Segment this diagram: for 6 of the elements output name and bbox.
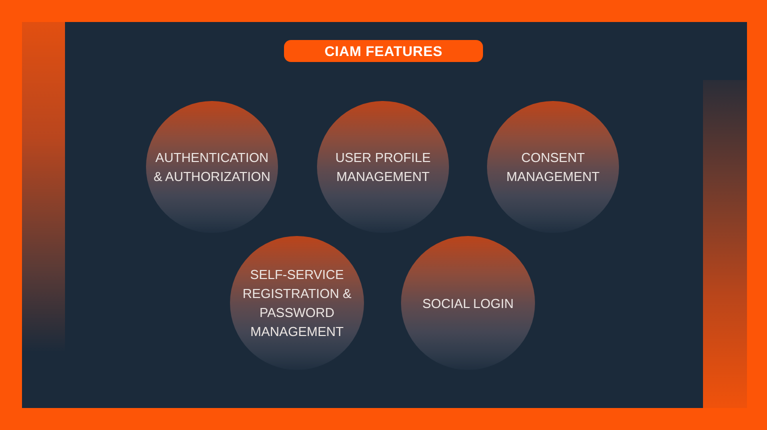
feature-label: AUTHENTICATION & AUTHORIZATION (152, 149, 272, 186)
feature-label: SELF-SERVICE REGISTRATION & PASSWORD MANAGEMENT (242, 266, 352, 341)
feature-label: SOCIAL LOGIN (421, 294, 515, 312)
feature-label: USER PROFILE MANAGEMENT (334, 149, 432, 186)
title-banner: CIAM FEATURES (284, 40, 483, 62)
feature-label: CONSENT MANAGEMENT (505, 149, 601, 186)
